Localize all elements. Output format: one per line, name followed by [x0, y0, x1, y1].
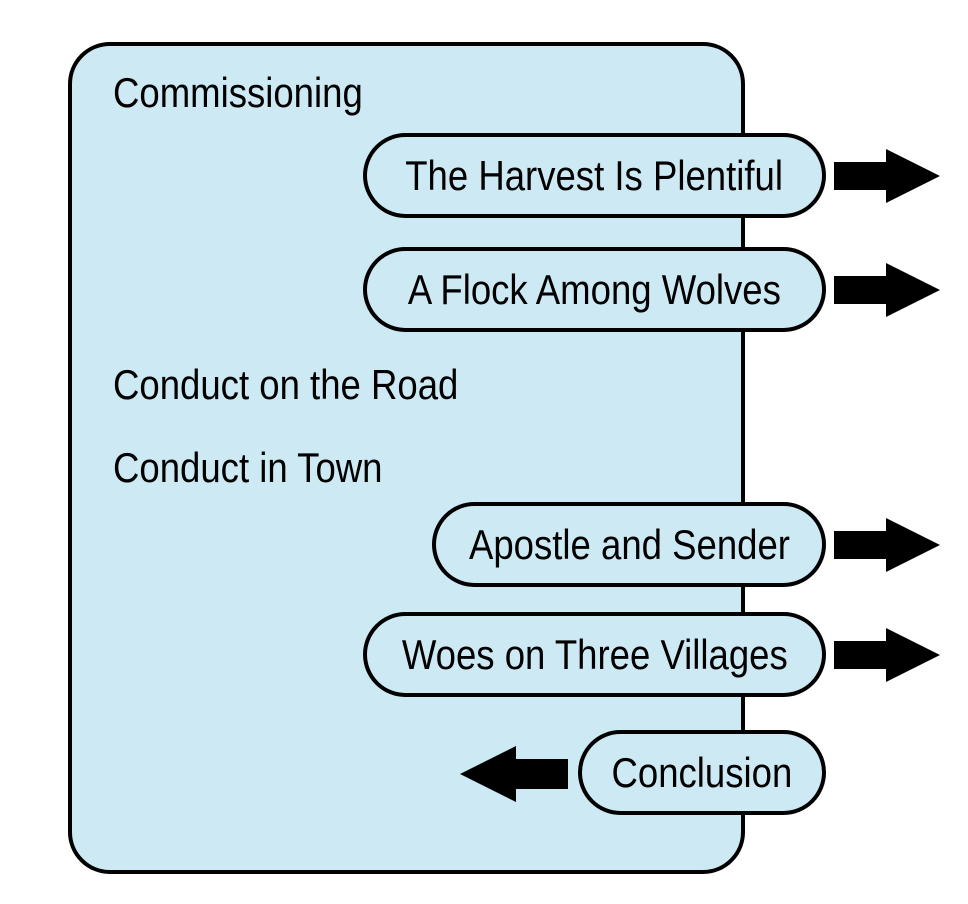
right-arrow-icon — [834, 148, 942, 204]
section-label-commissioning: Commissioning — [113, 72, 400, 114]
node-label: Conclusion — [611, 748, 793, 796]
node-woes-on-three-villages: Woes on Three Villages — [363, 612, 826, 697]
node-the-harvest-is-plentiful: The Harvest Is Plentiful — [363, 133, 826, 218]
right-arrow-icon — [834, 517, 942, 573]
section-label-conduct-in-town-text: Conduct in Town — [113, 444, 383, 491]
node-a-flock-among-wolves: A Flock Among Wolves — [363, 247, 826, 332]
node-label: Apostle and Sender — [468, 520, 790, 568]
node-label: Woes on Three Villages — [401, 630, 788, 678]
node-label: A Flock Among Wolves — [407, 265, 782, 313]
node-label: The Harvest Is Plentiful — [405, 151, 784, 199]
section-label-conduct-on-the-road: Conduct on the Road — [113, 364, 510, 406]
node-apostle-and-sender: Apostle and Sender — [432, 502, 826, 587]
left-arrow-icon — [456, 745, 568, 803]
section-label-conduct-on-the-road-text: Conduct on the Road — [113, 361, 459, 408]
section-label-conduct-in-town: Conduct in Town — [113, 447, 423, 489]
right-arrow-icon — [834, 627, 942, 683]
node-conclusion: Conclusion — [578, 730, 826, 815]
section-label-commissioning-text: Commissioning — [113, 69, 363, 116]
right-arrow-icon — [834, 262, 942, 318]
